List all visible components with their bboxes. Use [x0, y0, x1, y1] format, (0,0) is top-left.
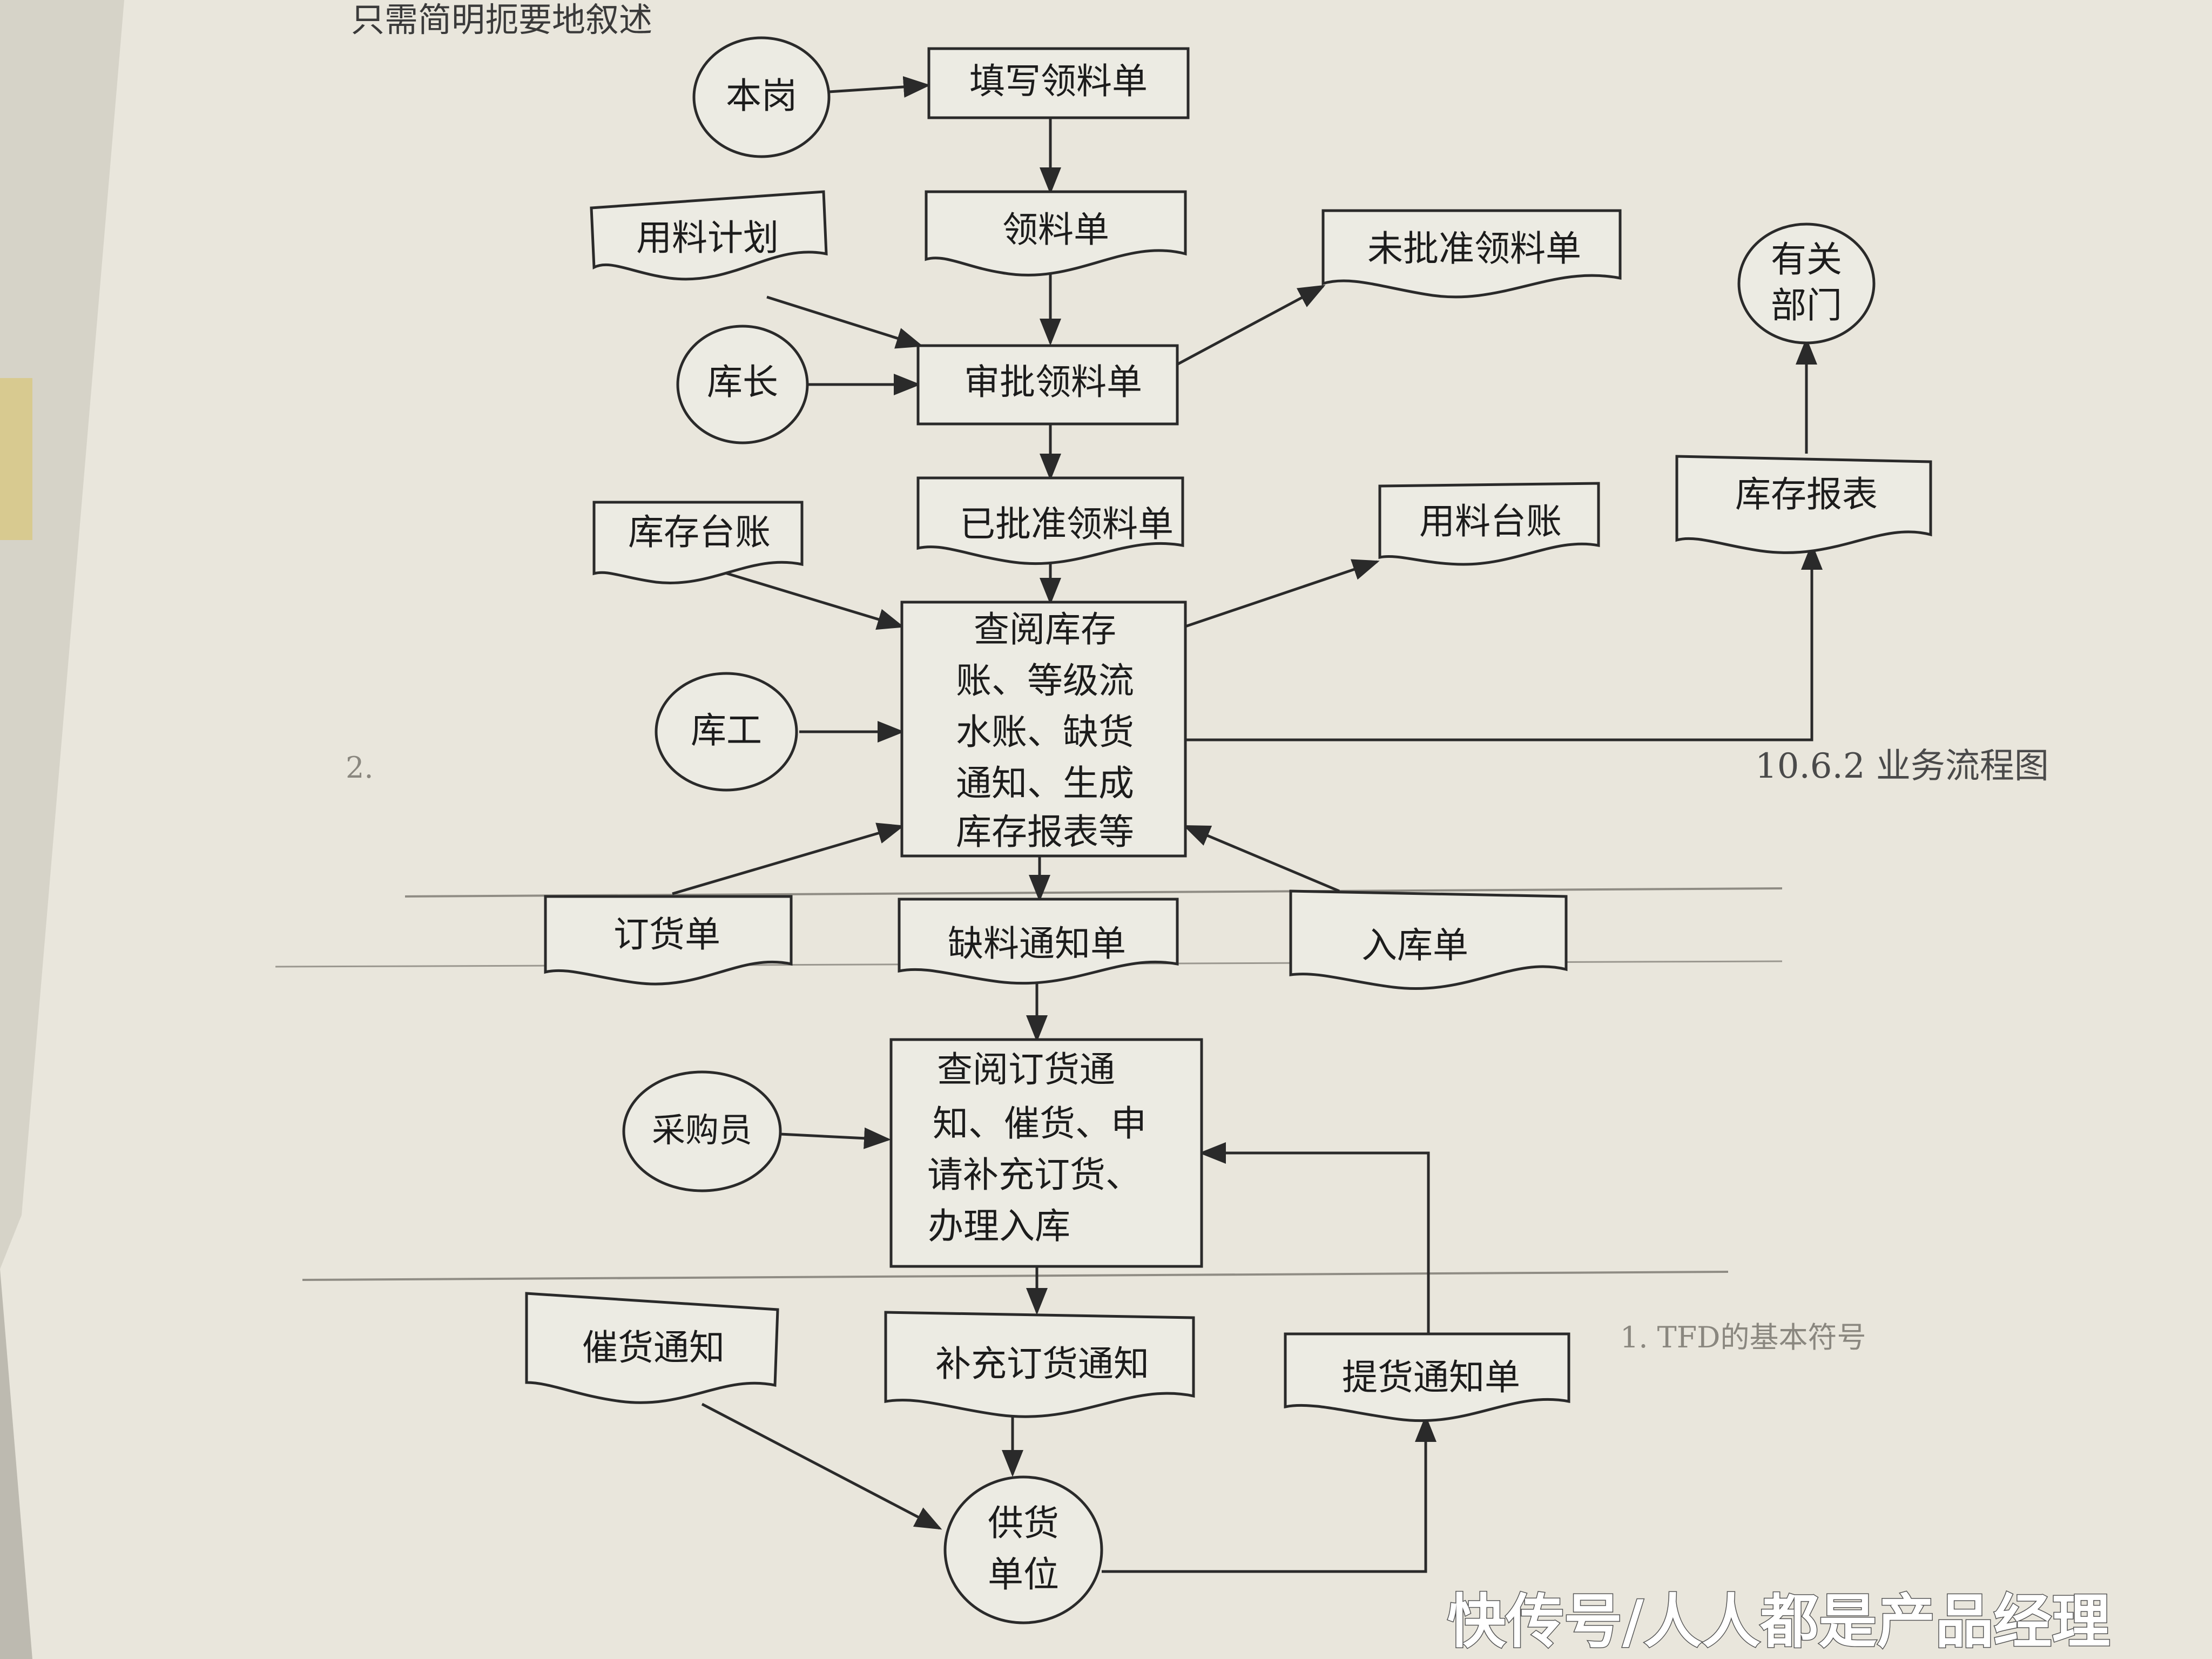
svg-text:未批准领料单: 未批准领料单	[1367, 228, 1581, 269]
svg-text:有关: 有关	[1771, 239, 1842, 280]
svg-text:提货通知单: 提货通知单	[1342, 1357, 1520, 1398]
node-kucunbaobiao: 库存报表	[1675, 455, 1932, 554]
svg-text:库长: 库长	[707, 361, 778, 403]
page-header-text: 只需简明扼要地叙述	[351, 0, 652, 39]
svg-text:入库单: 入库单	[1361, 925, 1468, 966]
svg-text:通知、生成: 通知、生成	[956, 763, 1134, 804]
node-lingliaodan: 领料单	[925, 190, 1187, 276]
svg-text:账、等级流: 账、等级流	[956, 660, 1134, 702]
svg-text:供货: 供货	[988, 1502, 1059, 1544]
node-yipizhun: 已批准领料单	[916, 476, 1184, 565]
node-gonghuo: 供货 单位	[943, 1475, 1103, 1624]
node-queliao: 缺料通知单	[898, 898, 1179, 985]
svg-text:审批领料单: 审批领料单	[964, 361, 1142, 403]
rule-line	[302, 1271, 1729, 1281]
svg-text:用料计划: 用料计划	[636, 217, 779, 259]
yellow-object	[0, 378, 32, 540]
node-shenpi: 审批领料单	[916, 344, 1179, 426]
svg-text:办理入库: 办理入库	[928, 1205, 1070, 1247]
node-benggang: 本岗	[692, 36, 831, 158]
svg-text:水账、缺货: 水账、缺货	[956, 711, 1134, 753]
svg-text:催货通知: 催货通知	[582, 1327, 725, 1368]
svg-text:填写领料单: 填写领料单	[969, 60, 1148, 102]
node-kucuntaizhang: 库存台账	[592, 501, 804, 584]
svg-text:库存台账: 库存台账	[628, 511, 771, 553]
node-weipizhun: 未批准领料单	[1321, 209, 1622, 299]
svg-text:缺料通知单: 缺料通知单	[948, 923, 1126, 965]
node-chayue-dinghuo: 查阅订货通 知、催货、申 请补充订货、 办理入库	[889, 1038, 1203, 1268]
svg-text:库存报表等: 库存报表等	[956, 811, 1134, 853]
svg-text:库存报表: 库存报表	[1735, 474, 1878, 515]
node-cuihuo: 催货通知	[525, 1292, 779, 1404]
svg-text:领料单: 领料单	[1002, 209, 1109, 251]
svg-text:查阅订货通: 查阅订货通	[937, 1049, 1115, 1090]
svg-text:采购员: 采购员	[652, 1110, 752, 1150]
svg-text:请补充订货、: 请补充订货、	[927, 1154, 1141, 1196]
svg-text:知、催货、申: 知、催货、申	[933, 1103, 1147, 1144]
node-caigouyuan: 采购员	[622, 1070, 782, 1192]
svg-text:本岗: 本岗	[726, 75, 797, 117]
svg-text:单位: 单位	[988, 1554, 1059, 1595]
svg-text:查阅库存: 查阅库存	[974, 609, 1116, 650]
node-tianxie-lingliaodan: 填写领料单	[927, 47, 1190, 119]
svg-text:订货单: 订货单	[613, 914, 720, 955]
svg-text:补充订货通知: 补充订货通知	[935, 1343, 1149, 1385]
subheading: 1. TFD的基本符号	[1620, 1320, 1866, 1354]
section-heading: 10.6.2 业务流程图	[1755, 746, 2049, 786]
node-dinghuodan: 订货单	[544, 895, 793, 986]
svg-text:库工: 库工	[691, 710, 762, 751]
item-number: 2.	[346, 751, 374, 785]
svg-text:已批准领料单: 已批准领料单	[960, 503, 1174, 545]
svg-text:用料台账: 用料台账	[1419, 501, 1562, 542]
paper-shadow	[0, 0, 124, 1269]
connectors	[672, 76, 1823, 1573]
node-kuzhang: 库长	[676, 325, 809, 444]
node-rukudan: 入库单	[1289, 889, 1568, 990]
watermark-text: 快传号/人人都是产品经理	[1447, 1588, 2110, 1656]
node-tihuo: 提货通知单	[1284, 1332, 1570, 1422]
node-chayue-kucun: 查阅库存 账、等级流 水账、缺货 通知、生成 库存报表等	[900, 601, 1187, 858]
node-yongliaojihua: 用料计划	[590, 190, 828, 281]
node-yongliaotaizhang: 用料台账	[1378, 482, 1600, 566]
node-buchong: 补充订货通知	[884, 1311, 1195, 1418]
node-youguanbumen: 有关 部门	[1737, 222, 1876, 345]
svg-text:部门: 部门	[1771, 285, 1842, 326]
node-kugong: 库工	[655, 672, 798, 792]
